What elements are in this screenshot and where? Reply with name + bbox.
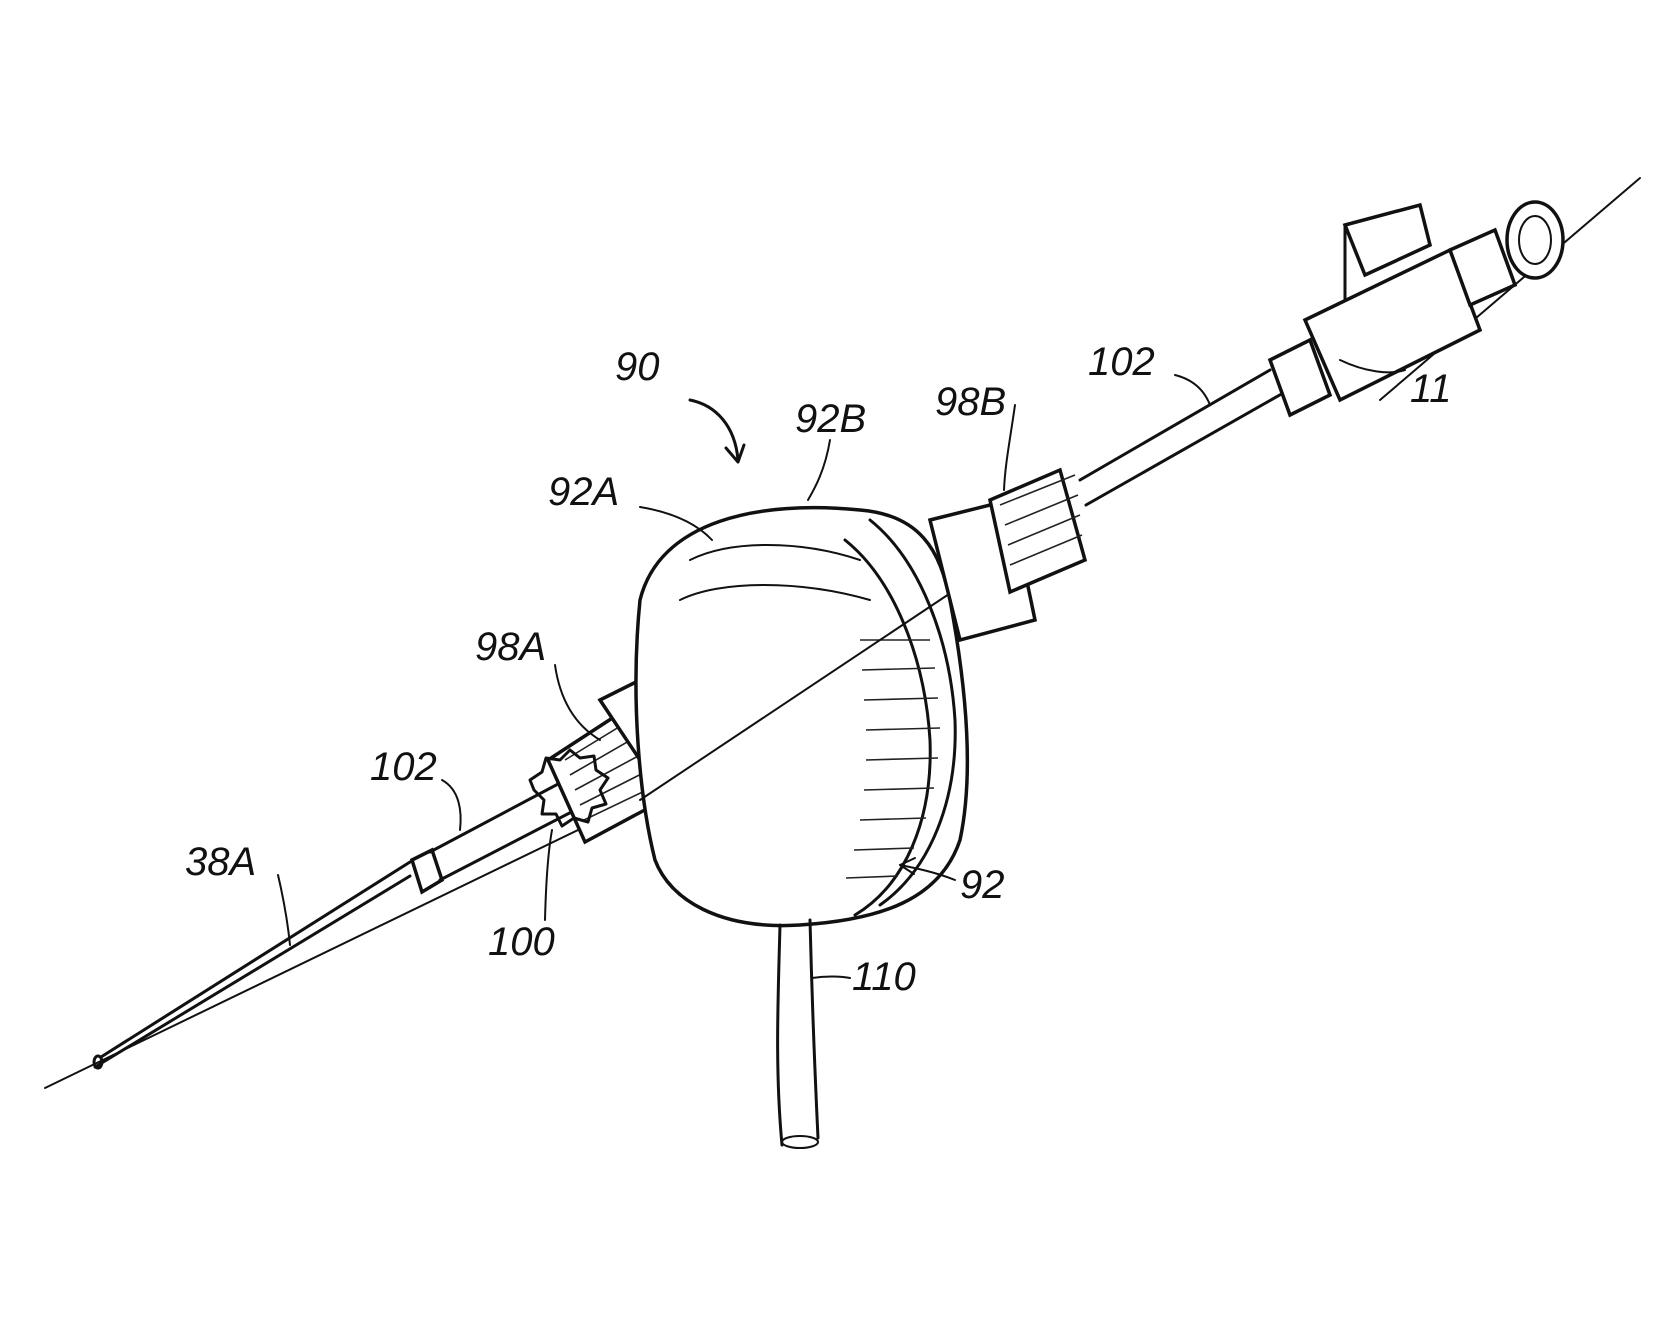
label-110: 110 xyxy=(852,955,916,999)
guidewire xyxy=(94,862,410,1068)
label-90: 90 xyxy=(615,345,660,389)
label-11: 11 xyxy=(1410,367,1452,411)
label-100: 100 xyxy=(488,920,555,964)
label-92a: 92A xyxy=(548,470,619,514)
label-92: 92 xyxy=(960,863,1005,907)
side-tube xyxy=(778,920,818,1148)
left-tube xyxy=(412,775,585,892)
assembly-arrow xyxy=(690,400,738,460)
label-98b: 98B xyxy=(935,380,1006,424)
label-92b: 92B xyxy=(795,397,866,441)
label-98a: 98A xyxy=(475,625,546,669)
right-fitting xyxy=(930,470,1085,640)
label-102-left: 102 xyxy=(370,745,437,789)
label-102-right: 102 xyxy=(1088,340,1155,384)
label-38a: 38A xyxy=(185,840,256,884)
right-tube xyxy=(1080,370,1285,505)
